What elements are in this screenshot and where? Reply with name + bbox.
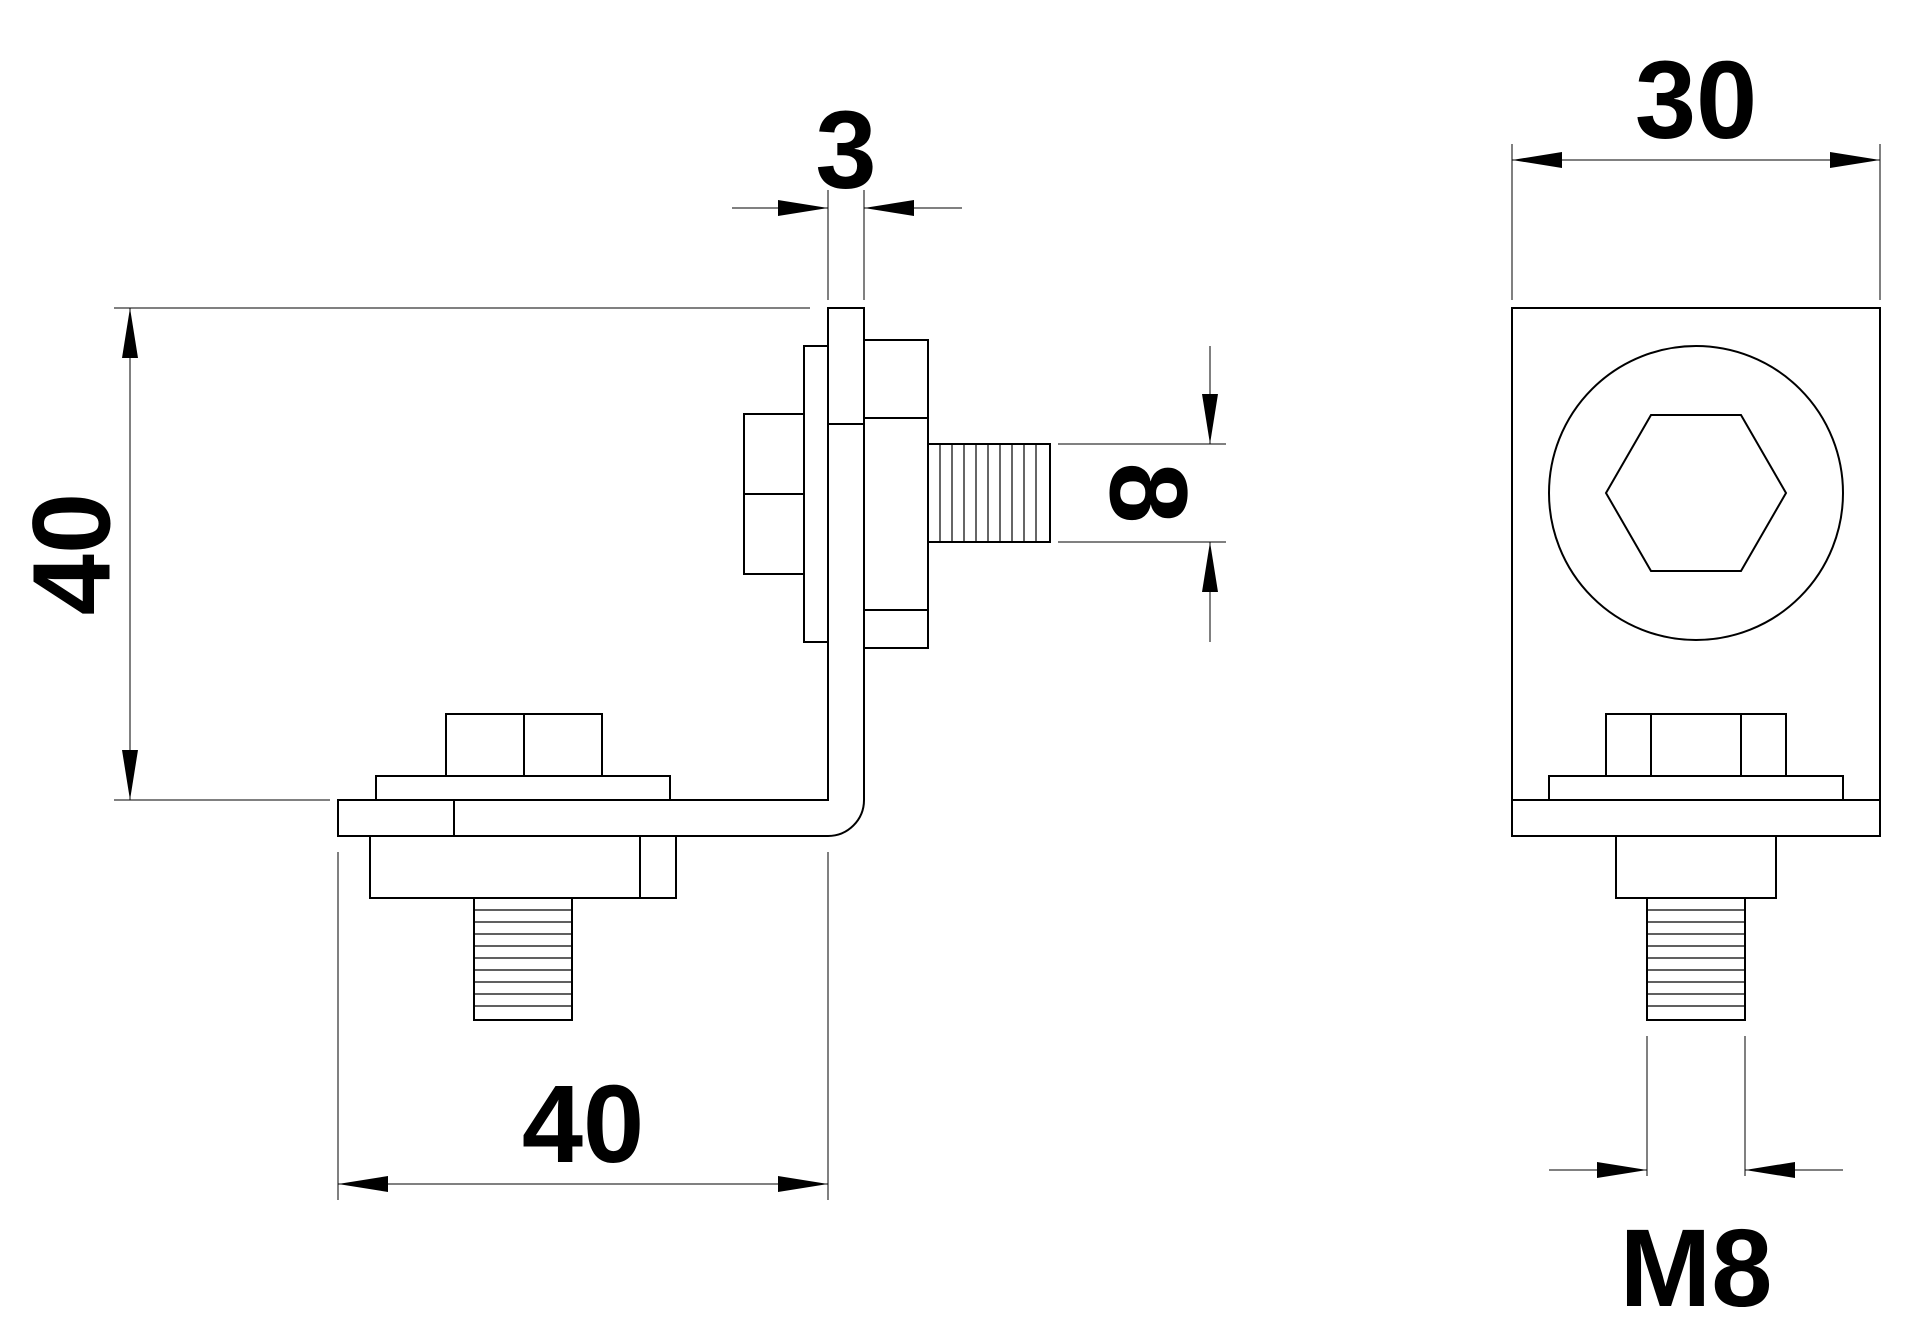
dimension-length bbox=[337, 852, 829, 1200]
side-view: 3 40 40 8 bbox=[11, 89, 1226, 1200]
horizontal-bolt-head bbox=[369, 835, 677, 899]
dimension-thickness bbox=[732, 190, 962, 300]
dimension-label-thread: M8 bbox=[1620, 1207, 1773, 1324]
dimension-width bbox=[1511, 144, 1881, 300]
front-bolt-head bbox=[1615, 835, 1777, 899]
vertical-washer-inner bbox=[803, 345, 829, 643]
front-bolt-thread bbox=[1646, 897, 1746, 1021]
horizontal-thread-lines bbox=[474, 909, 572, 1007]
washer-circle bbox=[1548, 345, 1844, 641]
dimension-height bbox=[114, 307, 810, 801]
dimension-label-length: 40 bbox=[522, 1063, 644, 1186]
bracket-face bbox=[1511, 307, 1881, 801]
hex-nut-outline bbox=[1604, 414, 1788, 572]
dimension-label-height: 40 bbox=[11, 493, 134, 615]
front-base-plate bbox=[1511, 799, 1881, 837]
horizontal-washer bbox=[375, 775, 671, 801]
vertical-bolt-head bbox=[863, 339, 929, 649]
front-nut bbox=[1605, 713, 1787, 777]
dimension-label-hole-diameter: 8 bbox=[1087, 462, 1210, 523]
vertical-bolt-thread bbox=[927, 443, 1051, 543]
dimension-label-width: 30 bbox=[1635, 39, 1757, 162]
front-view: 30 M8 bbox=[1511, 39, 1881, 1324]
vertical-thread-lines bbox=[939, 444, 1037, 542]
front-washer bbox=[1548, 775, 1844, 801]
dimension-label-thickness: 3 bbox=[815, 89, 876, 212]
horizontal-bolt-thread bbox=[473, 897, 573, 1021]
dimension-thread bbox=[1549, 1036, 1843, 1178]
dimension-hole-diameter bbox=[1058, 346, 1226, 642]
front-thread-lines bbox=[1647, 909, 1745, 1007]
